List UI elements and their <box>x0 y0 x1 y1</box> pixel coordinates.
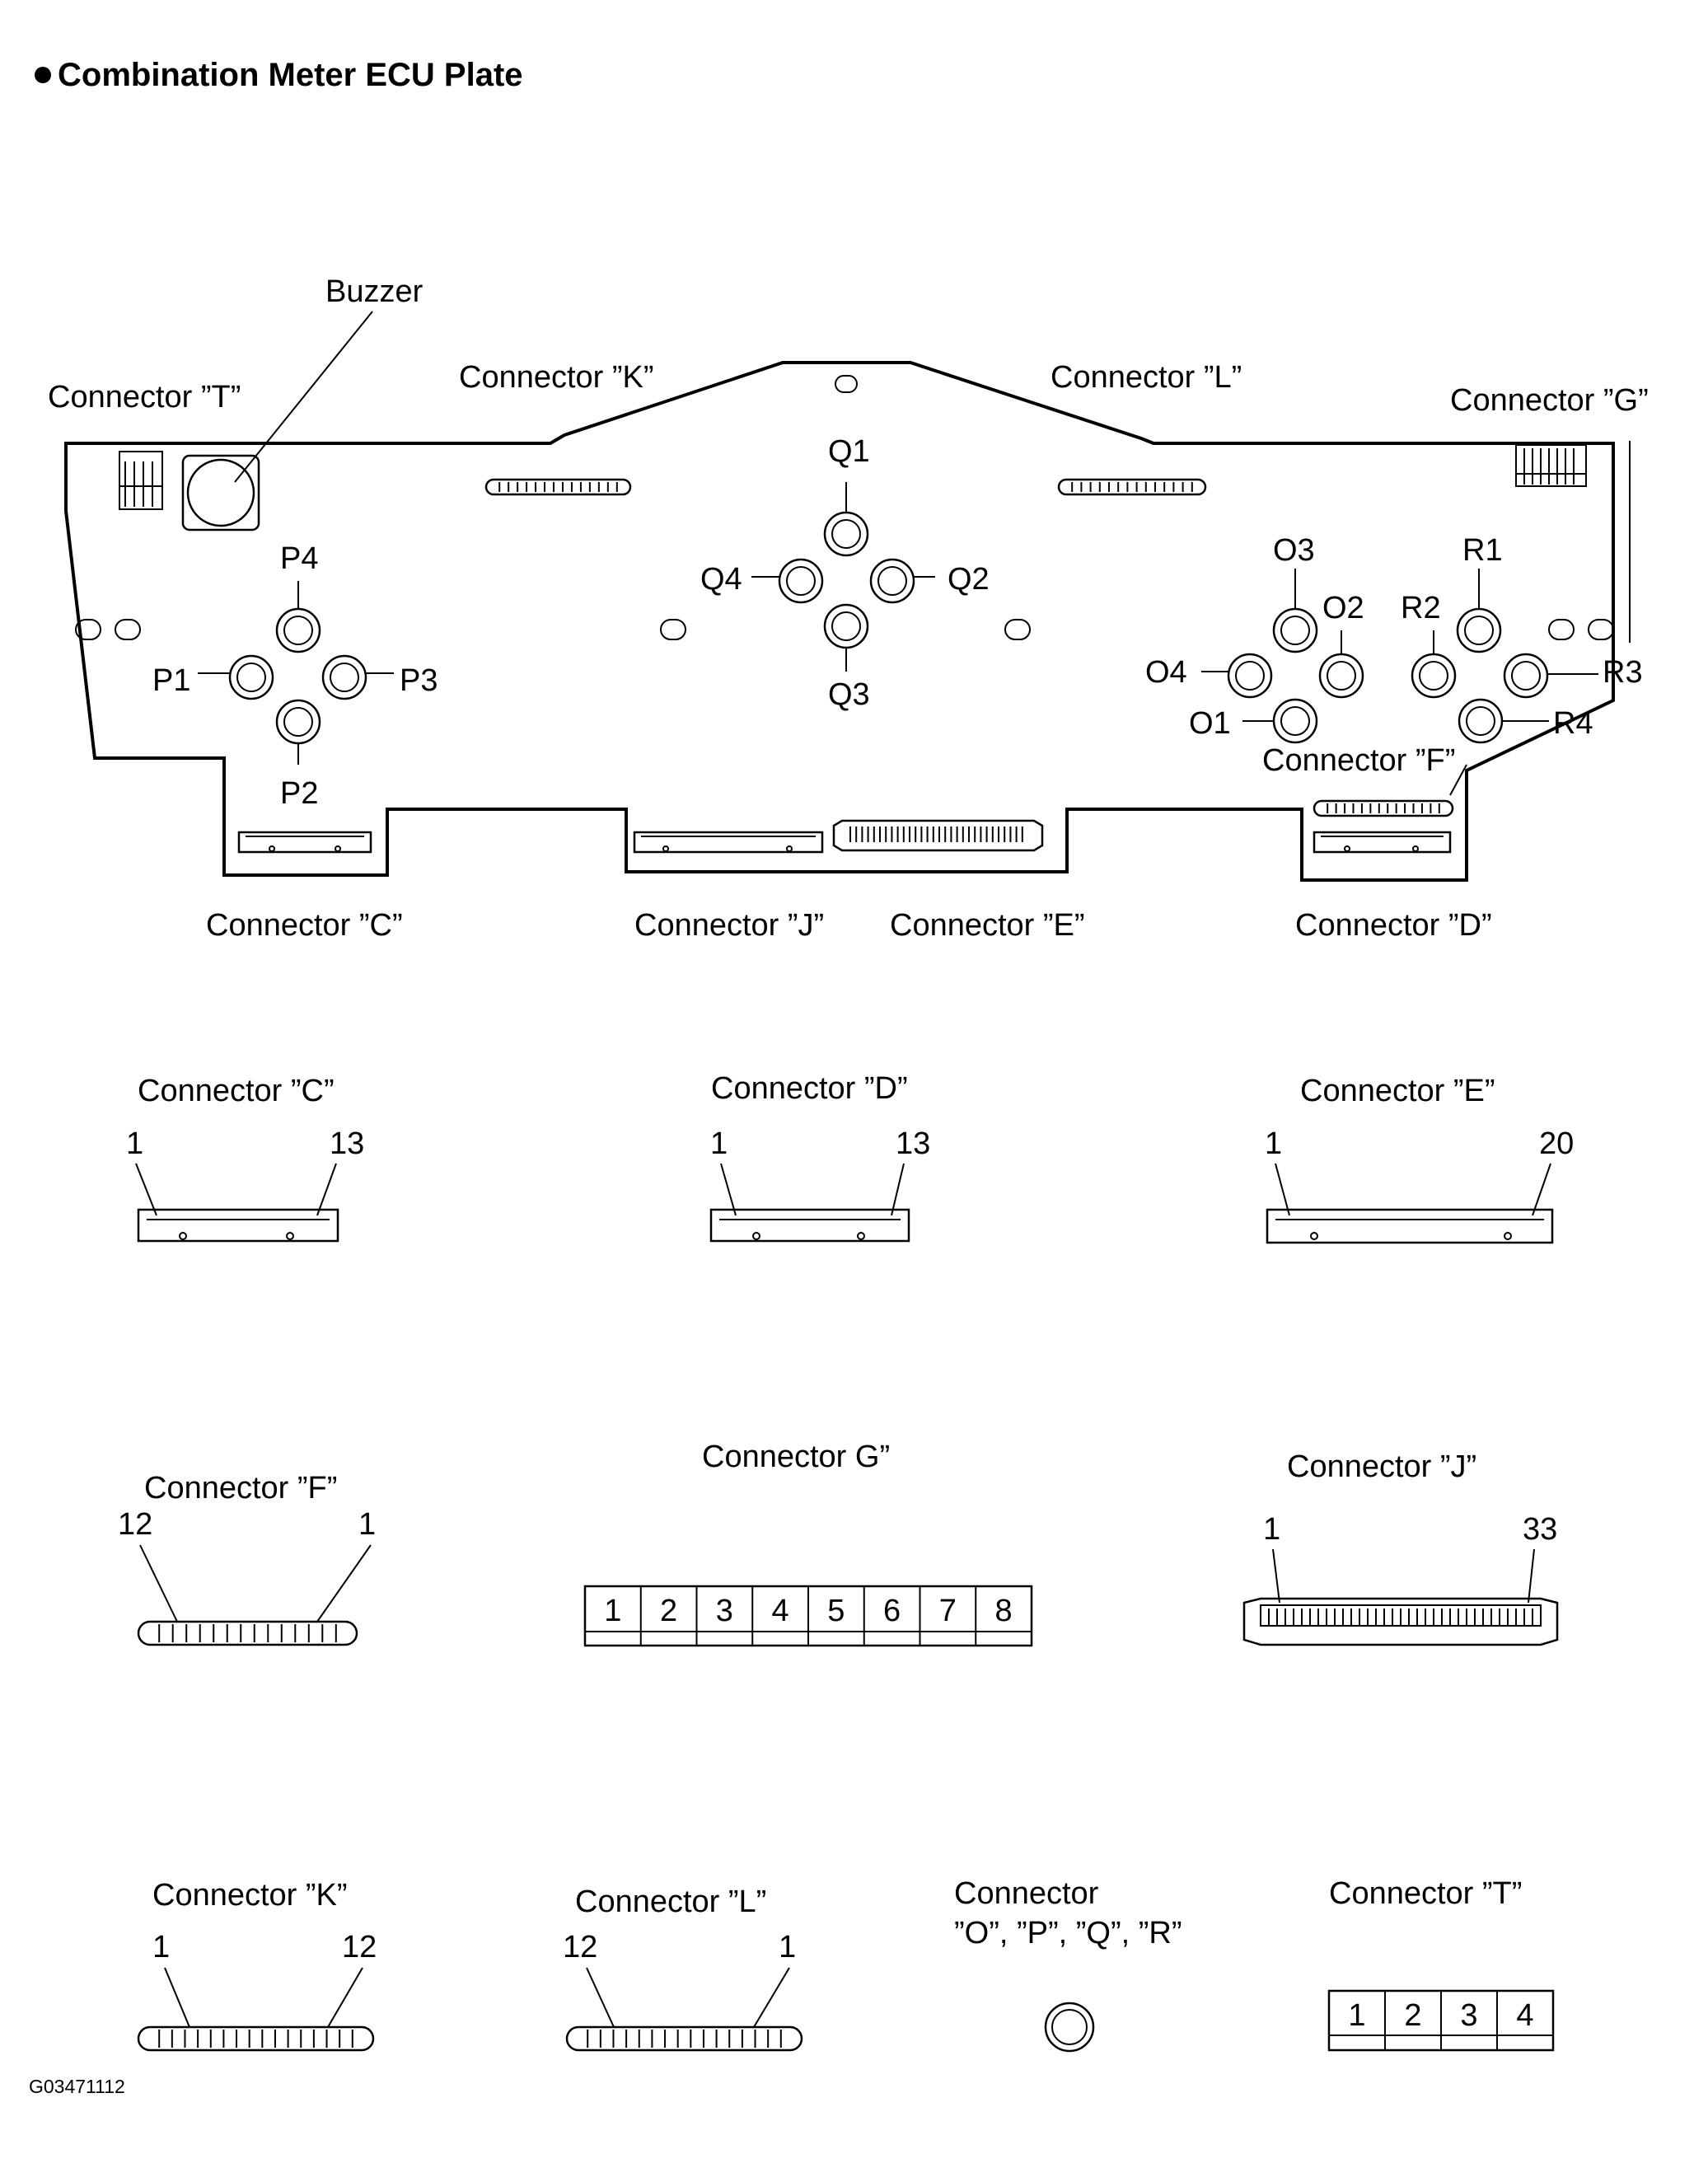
detail-opqr-label-line2: ”O”, ”P”, ”Q”, ”R” <box>954 1916 1182 1950</box>
detail-e-pin-first: 1 <box>1265 1126 1282 1161</box>
detail-connector-g: Connector G” 1 2 3 4 5 6 7 8 <box>583 1440 1033 1647</box>
detail-g-cell-1: 1 <box>604 1594 621 1628</box>
pin-q4-label: Q4 <box>700 562 742 597</box>
detail-connector-t: Connector ”T” 1 2 3 4 <box>1327 1876 1555 2052</box>
pin-o2-label: O2 <box>1322 591 1364 625</box>
pin-o4-label: O4 <box>1145 655 1187 690</box>
connector-c-plate <box>237 831 372 854</box>
pin-o1-label: O1 <box>1189 706 1231 741</box>
detail-d-pin-first: 1 <box>710 1126 728 1161</box>
connector-f-plate <box>1313 799 1454 817</box>
detail-t-cell-4: 4 <box>1516 1998 1533 2033</box>
plate-connector-d-label: Connector ”D” <box>1295 908 1492 943</box>
detail-g-cell-7: 7 <box>939 1594 957 1628</box>
buzzer <box>181 454 260 531</box>
connector-g-plate <box>1515 444 1587 487</box>
connector-j-plate <box>633 831 824 854</box>
detail-l-pin-first: 12 <box>563 1930 597 1964</box>
detail-g-cell-3: 3 <box>716 1594 733 1628</box>
connector-e-plate <box>832 819 1044 852</box>
detail-connector-l: Connector ”L” 12 1 <box>563 1885 803 2052</box>
pin-p2-label: P2 <box>280 776 318 811</box>
connector-k-plate <box>484 478 632 496</box>
pin-o3-label: O3 <box>1273 533 1315 568</box>
mounting-holes <box>75 375 1614 640</box>
pin-q2-label: Q2 <box>948 562 990 597</box>
detail-opqr-label-line1: Connector <box>954 1876 1099 1911</box>
pin-r2-label: R2 <box>1401 591 1441 625</box>
r-terminals <box>1411 569 1598 744</box>
o-terminals <box>1201 569 1364 744</box>
plate-connector-l-label: Connector ”L” <box>1051 360 1242 395</box>
pin-r4-label: R4 <box>1553 706 1593 741</box>
detail-g-label: Connector G” <box>702 1440 890 1474</box>
detail-g-cell-5: 5 <box>827 1594 845 1628</box>
detail-e-label: Connector ”E” <box>1300 1074 1495 1108</box>
detail-c-pin-last: 13 <box>330 1126 364 1161</box>
plate-connector-j-label: Connector ”J” <box>634 908 824 943</box>
buzzer-label: Buzzer <box>325 274 423 309</box>
detail-g-cell-4: 4 <box>772 1594 789 1628</box>
connector-d-plate <box>1313 831 1452 854</box>
detail-g-cell-6: 6 <box>883 1594 901 1628</box>
detail-j-label: Connector ”J” <box>1287 1449 1476 1484</box>
detail-k-pin-first: 1 <box>152 1930 170 1964</box>
detail-t-label: Connector ”T” <box>1329 1876 1522 1911</box>
plate-connector-k-label: Connector ”K” <box>459 360 654 395</box>
detail-l-label: Connector ”L” <box>575 1885 766 1919</box>
connector-l-plate <box>1057 478 1207 496</box>
pin-p4-label: P4 <box>280 541 318 576</box>
detail-connector-k: Connector ”K” 1 12 <box>137 1878 377 2052</box>
detail-connector-c: Connector ”C” 1 13 <box>126 1074 364 1243</box>
detail-c-label: Connector ”C” <box>138 1074 335 1108</box>
figure-code: G03471112 <box>29 2076 125 2097</box>
title-bullet <box>35 67 51 83</box>
plate-connector-e-label: Connector ”E” <box>890 908 1085 943</box>
detail-d-label: Connector ”D” <box>711 1071 908 1106</box>
detail-d-pin-last: 13 <box>896 1126 930 1161</box>
detail-k-pin-last: 12 <box>342 1930 377 1964</box>
detail-k-label: Connector ”K” <box>152 1878 348 1913</box>
pin-q3-label: Q3 <box>828 677 870 712</box>
detail-connector-j: Connector ”J” 1 33 <box>1242 1449 1559 1646</box>
detail-connector-e: Connector ”E” 1 20 <box>1265 1074 1574 1244</box>
detail-f-pin-first: 12 <box>118 1507 152 1542</box>
pin-r1-label: R1 <box>1462 533 1503 568</box>
pin-r3-label: R3 <box>1603 655 1643 690</box>
p-terminals <box>198 581 394 765</box>
detail-g-cell-2: 2 <box>660 1594 677 1628</box>
plate-connector-f-label: Connector ”F” <box>1262 743 1455 778</box>
page-title: Combination Meter ECU Plate <box>58 57 523 93</box>
detail-g-cell-8: 8 <box>995 1594 1013 1628</box>
detail-connector-f: Connector ”F” 12 1 <box>118 1471 376 1646</box>
detail-connector-d: Connector ”D” 1 13 <box>709 1071 930 1243</box>
plate-connector-f-leader <box>1449 764 1467 796</box>
pin-p1-label: P1 <box>152 663 190 698</box>
plate-connector-c-label: Connector ”C” <box>206 908 403 943</box>
detail-t-cell-1: 1 <box>1348 1998 1365 2033</box>
detail-t-cell-3: 3 <box>1460 1998 1477 2033</box>
pin-q1-label: Q1 <box>828 434 870 469</box>
plate-connector-t-label: Connector ”T” <box>48 380 241 414</box>
connector-t-plate <box>119 451 163 510</box>
detail-l-pin-last: 1 <box>779 1930 796 1964</box>
pin-p3-label: P3 <box>400 663 438 698</box>
detail-connector-opqr: Connector ”O”, ”P”, ”Q”, ”R” <box>954 1876 1182 2053</box>
detail-t-cell-2: 2 <box>1404 1998 1421 2033</box>
plate-connector-g-label: Connector ”G” <box>1450 383 1649 418</box>
q-terminals <box>751 482 935 672</box>
detail-c-pin-first: 1 <box>126 1126 143 1161</box>
detail-f-label: Connector ”F” <box>144 1471 337 1505</box>
detail-j-pin-first: 1 <box>1263 1512 1280 1547</box>
buzzer-leader <box>234 311 373 483</box>
detail-f-pin-last: 1 <box>358 1507 376 1542</box>
detail-e-pin-last: 20 <box>1539 1126 1574 1161</box>
ecu-plate-outline <box>64 361 1615 882</box>
detail-j-pin-last: 33 <box>1523 1512 1557 1547</box>
